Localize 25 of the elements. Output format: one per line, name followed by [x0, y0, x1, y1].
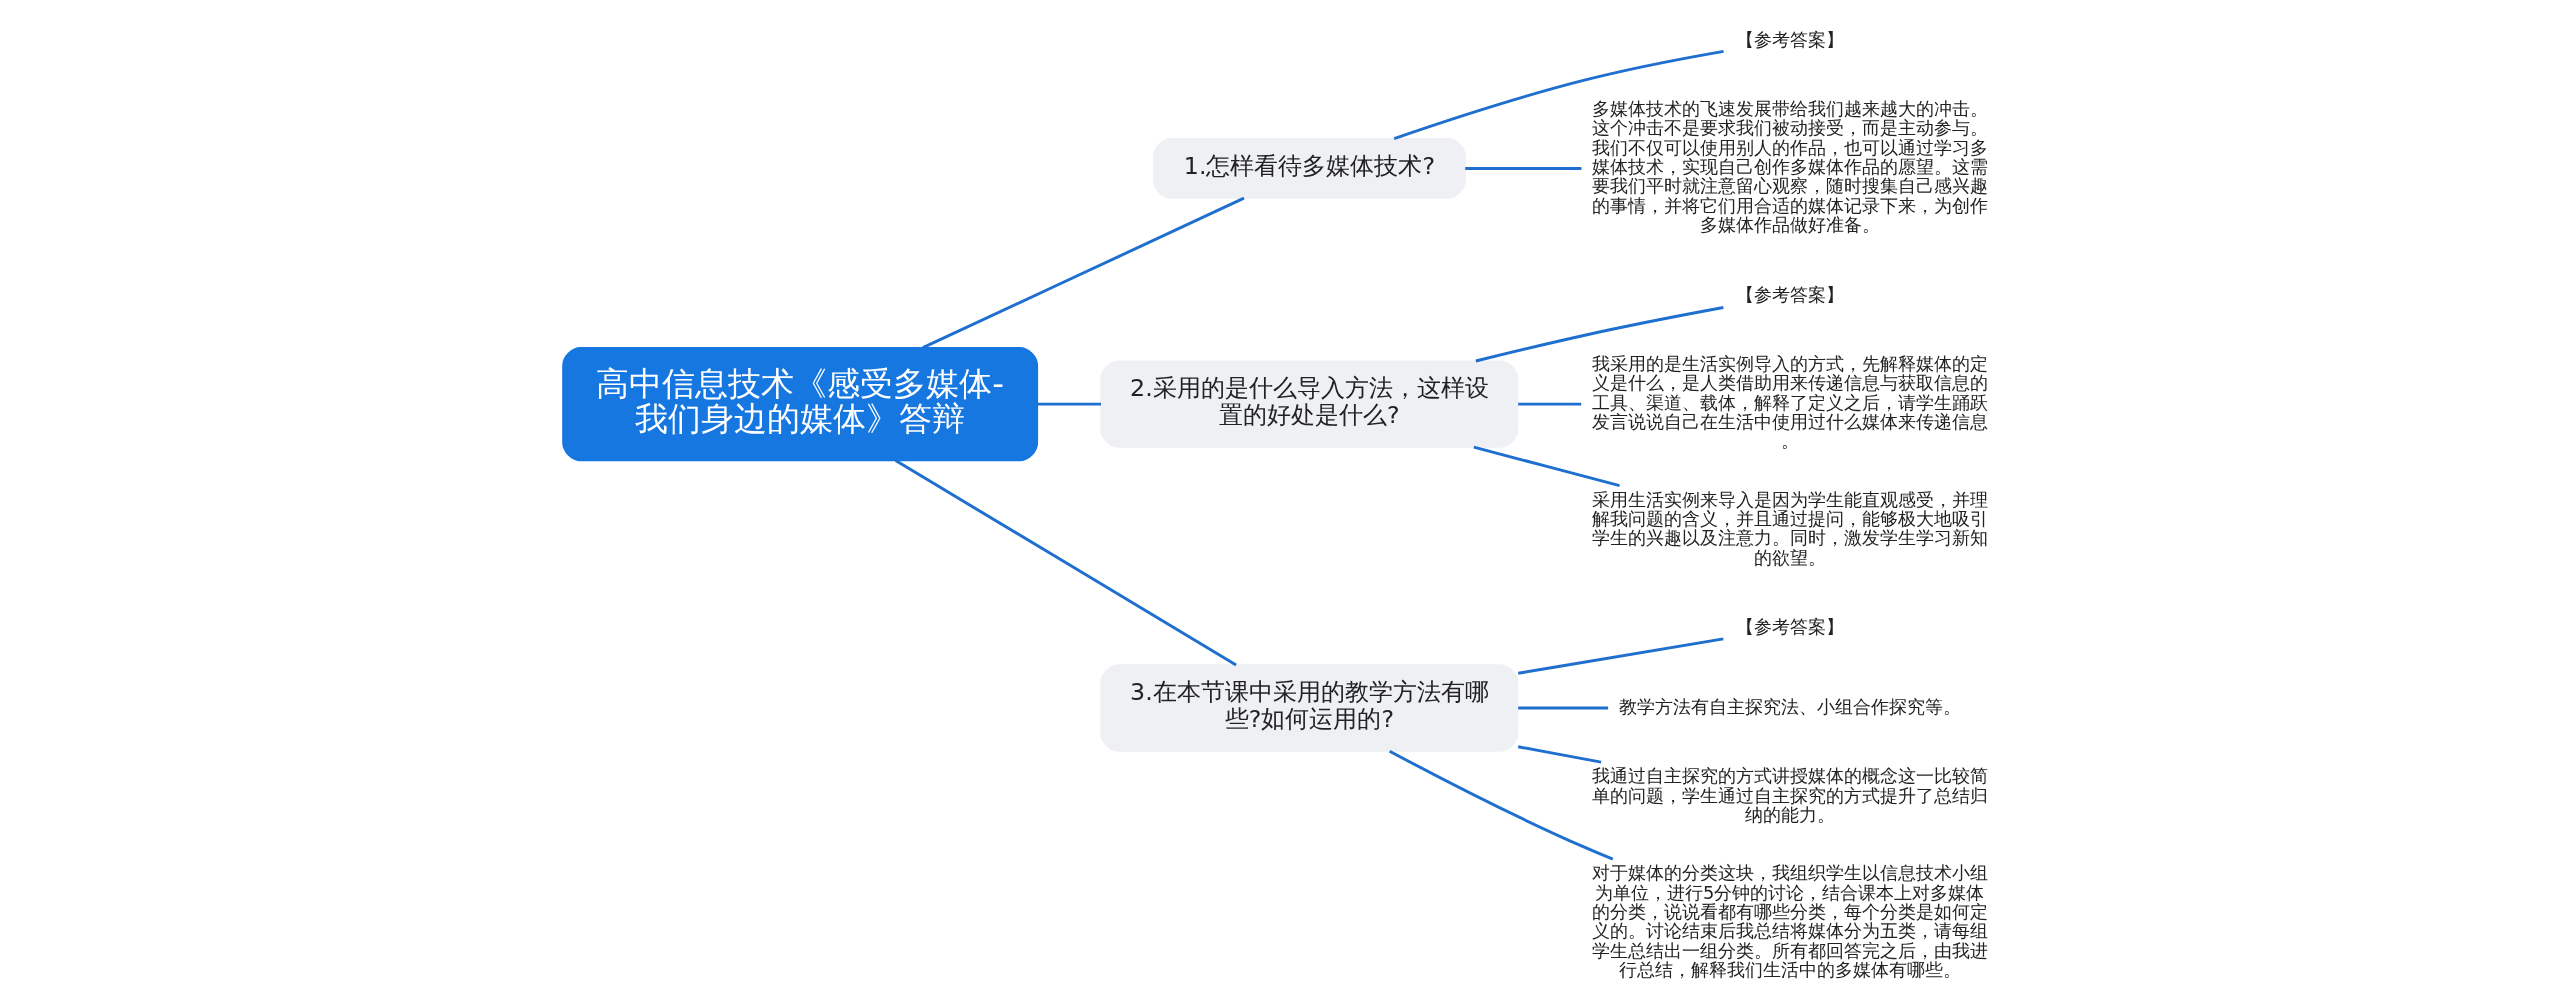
connector	[1464, 166, 1581, 170]
node-text: 教学方法有自主探究法、小组合作探究等。	[1618, 695, 1961, 717]
connector	[1517, 637, 1724, 675]
connector	[1517, 706, 1608, 710]
connector	[1388, 749, 1613, 861]
connector	[894, 459, 1237, 667]
connector	[921, 196, 1245, 350]
node-text: 对于媒体的分类这块，我组织学生以信息技术小组为单位，进行5分钟的讨论，结合课本上对多媒体的分类，说说看都有哪些分类，每个分类是如何定义的。讨论结束后我总结将媒体分为五类，请每组学生总结出一组分类。所有都回答完之后，由我进行总结，解释我们生活中的多媒体有哪些。	[1591, 862, 1988, 980]
node-box: 2.采用的是什么导入方法，这样设置的好处是什么?	[1099, 360, 1518, 448]
node-box: 高中信息技术《感受多媒体-我们身边的媒体》答辩	[561, 347, 1038, 462]
node-text: 多媒体技术的飞速发展带给我们越来越大的冲击。这个冲击不是要求我们被动接受，而是主动参与。我们不仅可以使用别人的作品，也可以通过学习多媒体技术，实现自己创作多媒体作品的愿望。这需要我们平时就注意留心观察，随时搜集自己感兴趣的事情，并将它们用合适的媒体记录下来，为创作多媒体作品做好准备。	[1591, 98, 1988, 235]
node-text: 【参考答案】	[1735, 28, 1844, 50]
node-box: 3.在本节课中采用的教学方法有哪些?如何运用的?	[1099, 664, 1518, 752]
node-text: 【参考答案】	[1735, 615, 1844, 637]
node-text: 【参考答案】	[1735, 283, 1844, 305]
connector	[1472, 445, 1620, 488]
node-text: 我采用的是生活实例导入的方式，先解释媒体的定义是什么，是人类借助用来传递信息与获取信息的工具、渠道、载体，解释了定义之后，请学生踊跃发言说说自己在生活中使用过什么媒体来传递信息。	[1591, 353, 1988, 452]
node-text: 我通过自主探究的方式讲授媒体的概念这一比较简单的问题，学生通过自主探究的方式提升了总结归纳的能力。	[1591, 765, 1988, 825]
node-box: 1.怎样看待多媒体技术?	[1152, 138, 1466, 199]
connector	[1474, 306, 1724, 363]
connector	[1037, 402, 1101, 406]
connector	[1517, 745, 1601, 764]
connector	[1393, 49, 1724, 140]
node-text: 采用生活实例来导入是因为学生能直观感受，并理解我问题的含义，并且通过提问，能够极大地吸引学生的兴趣以及注意力。同时，激发学生学习新知的欲望。	[1591, 488, 1988, 568]
connector	[1517, 402, 1581, 406]
